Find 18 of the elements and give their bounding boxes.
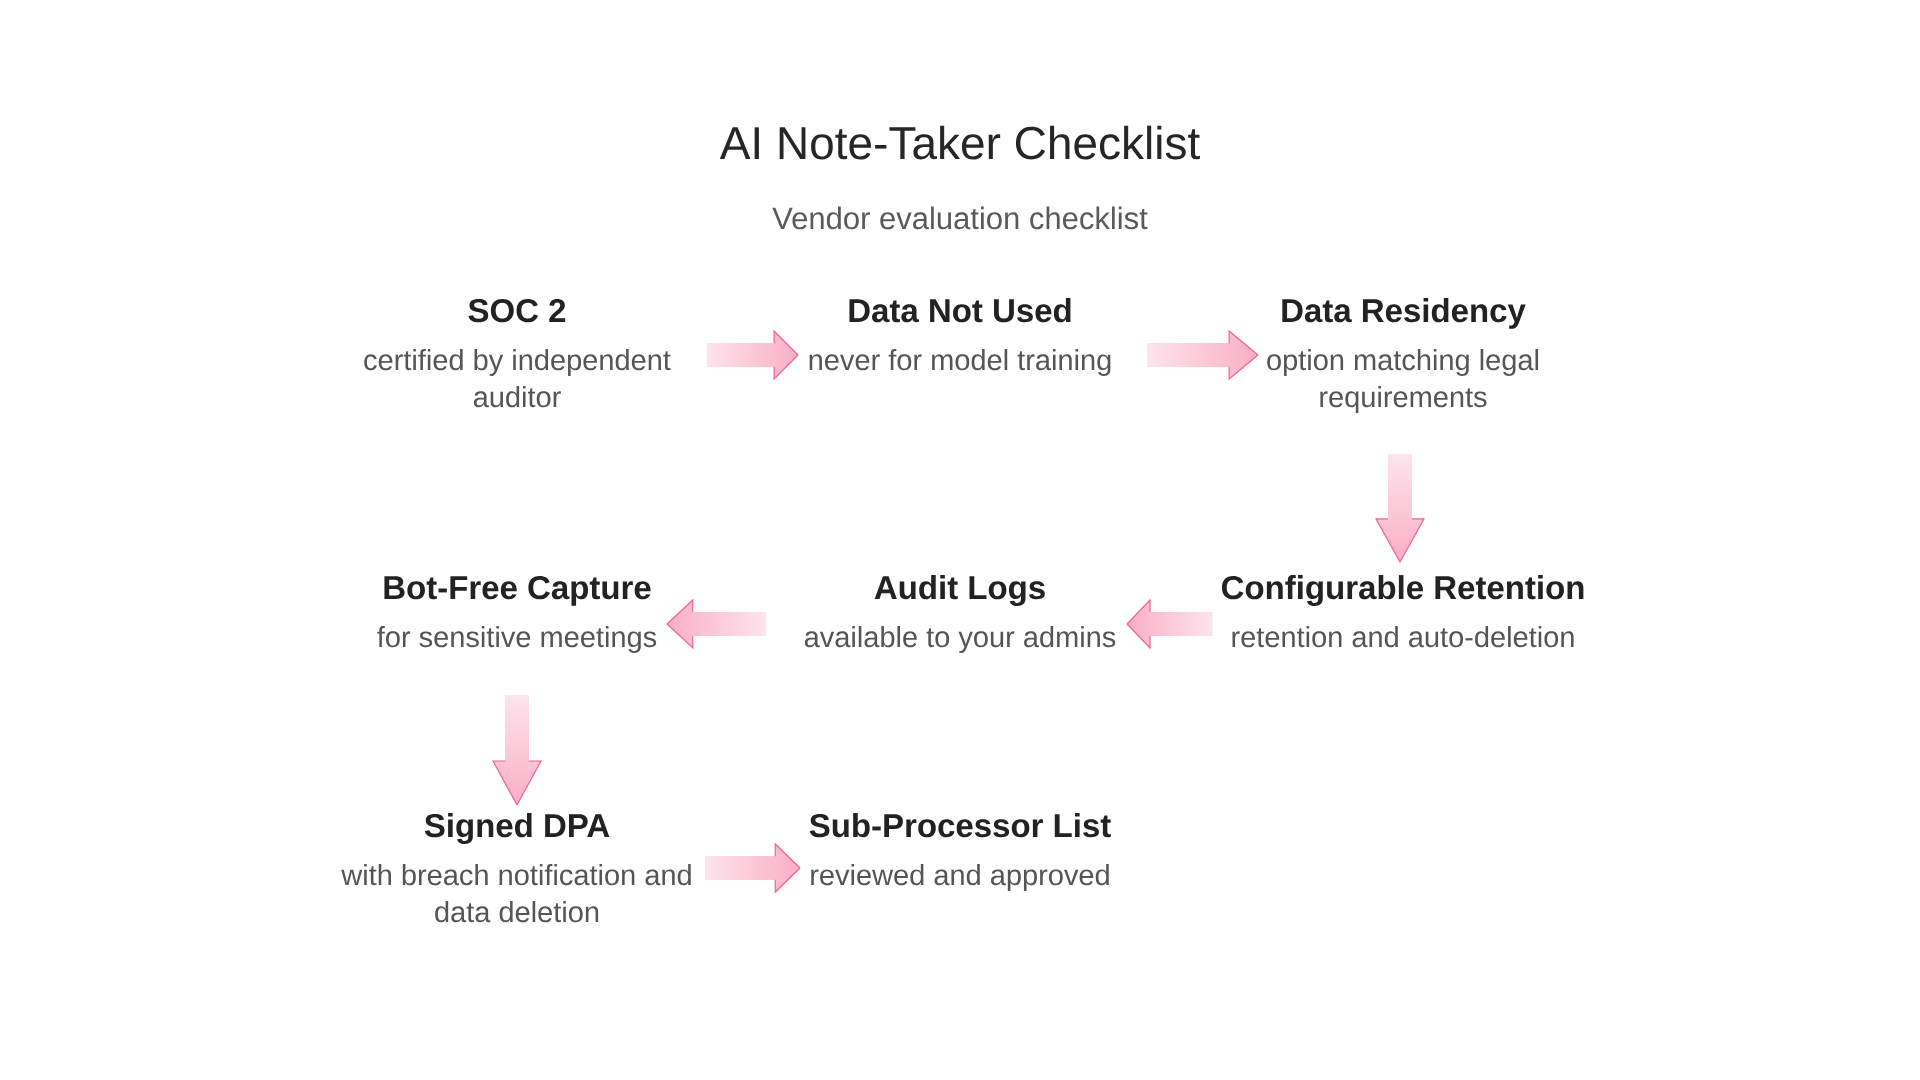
step-description: reviewed and approved	[811, 864, 1109, 891]
step-description: option matching legal requirements	[1267, 349, 1539, 413]
step-title: Sub-Processor List	[809, 813, 1111, 838]
subtitle: Vendor evaluation checklist	[772, 206, 1148, 230]
step-title: Signed DPA	[424, 813, 610, 844]
step-title: SOC 2	[468, 298, 566, 323]
step-title: Audit Logs	[874, 575, 1045, 606]
step-description: for sensitive meetings	[377, 626, 657, 653]
step-description: retention and auto-deletion	[1232, 626, 1574, 648]
step-title: Configurable Retention	[1221, 575, 1584, 606]
step-description: never for model training	[809, 349, 1111, 376]
step-title: Data Residency	[1282, 298, 1526, 329]
step-title: Bot-Free Capture	[384, 575, 651, 606]
title: AI Note-Taker Checklist	[719, 125, 1200, 160]
step-title: Data Not Used	[849, 298, 1071, 323]
step-description: with breach notification and data deletion	[341, 864, 691, 923]
step-description: available to your admins	[804, 626, 1116, 653]
step-description: certified by independent auditor	[364, 349, 671, 408]
